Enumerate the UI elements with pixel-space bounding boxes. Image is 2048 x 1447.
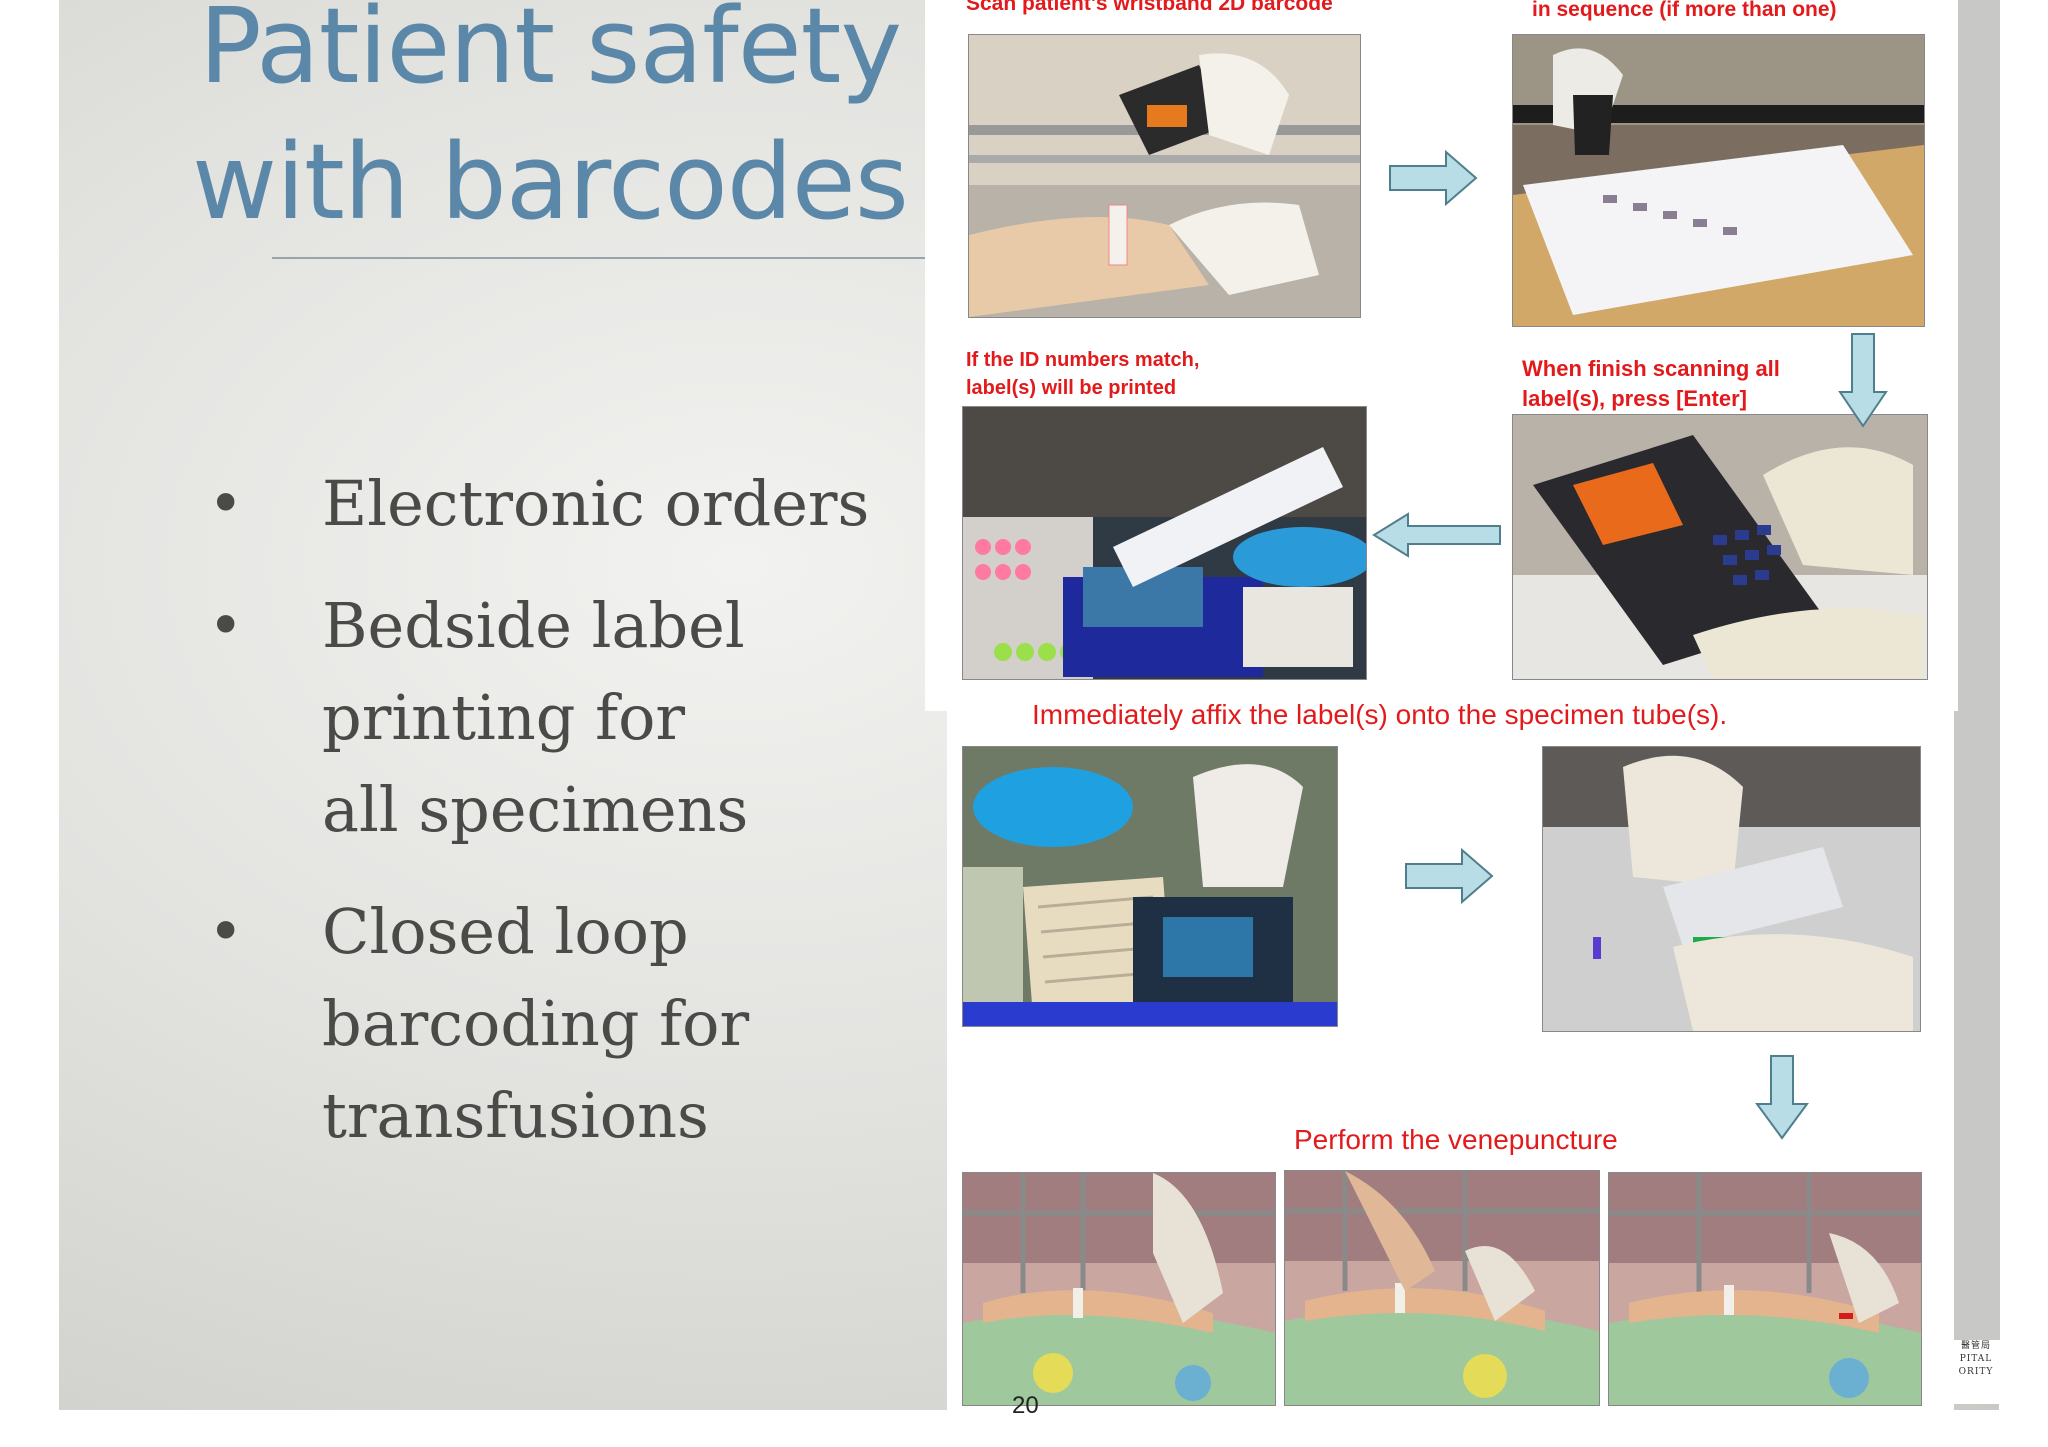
photo-venepuncture-2 xyxy=(1284,1170,1600,1406)
caption-venepuncture: Perform the venepuncture xyxy=(1294,1124,1618,1155)
poster-edge xyxy=(1954,0,2000,1340)
arrow-down-icon xyxy=(1755,1055,1809,1140)
caption-scan-sequence: in sequence (if more than one) xyxy=(1532,0,1837,21)
caption-press-enter: When finish scanning all label(s), press… xyxy=(1522,356,1780,411)
arrow-left-icon xyxy=(1372,512,1501,558)
arrow-right-icon xyxy=(1389,150,1478,206)
bullet-text: Bedside label printing for all specimens xyxy=(322,589,749,846)
logo-line-1: 醫管局 xyxy=(1960,1341,1991,1351)
photo-affix-tube xyxy=(1542,746,1921,1032)
bullet-list: • Electronic orders • Bedside label prin… xyxy=(200,458,920,1192)
bullet-item: • Bedside label printing for all specime… xyxy=(200,580,762,856)
page-number: 20 xyxy=(1012,1392,1039,1419)
photo-label-tray xyxy=(962,746,1338,1027)
bullet-item: • Closed loop barcoding for transfusions xyxy=(200,886,762,1162)
bullet-icon: • xyxy=(208,591,244,661)
logo-line-3: ORITY xyxy=(1958,1367,1994,1377)
photo-scan-labels xyxy=(1512,34,1925,327)
title-line-1: Patient safety xyxy=(198,0,902,107)
photo-label-printed xyxy=(962,406,1367,680)
title-underline xyxy=(272,257,927,259)
photo-venepuncture-1 xyxy=(962,1172,1276,1406)
caption-affix-label: Immediately affix the label(s) onto the … xyxy=(1032,699,1728,730)
photo-press-enter xyxy=(1512,414,1928,680)
photo-scan-wristband xyxy=(968,34,1361,318)
bullet-item: • Electronic orders xyxy=(200,458,920,550)
bullet-icon: • xyxy=(208,469,244,539)
bullet-icon: • xyxy=(208,897,244,967)
caption-id-match: If the ID numbers match, label(s) will b… xyxy=(966,349,1200,399)
slide-title: Patient safety with barcodes xyxy=(160,0,940,250)
arrow-right-icon xyxy=(1405,848,1494,904)
caption-scan-wristband: Scan patient's wristband 2D barcode xyxy=(966,0,1333,15)
bullet-text: Electronic orders xyxy=(322,467,870,540)
title-line-2: with barcodes xyxy=(192,121,909,243)
logo-line-2: PITAL xyxy=(1959,1354,1993,1364)
bullet-text: Closed loop barcoding for transfusions xyxy=(322,895,750,1152)
arrow-down-icon xyxy=(1838,333,1888,428)
organization-logo: 醫管局 PITAL ORITY xyxy=(1952,1340,2000,1404)
photo-venepuncture-3 xyxy=(1608,1172,1922,1406)
